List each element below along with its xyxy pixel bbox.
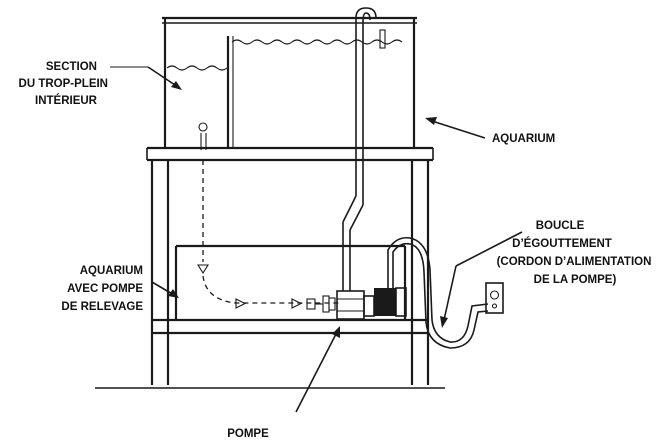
power-cord-drip-loop bbox=[387, 236, 489, 349]
labels: SECTION DU TROP-PLEIN INTÉRIEUR AQUARIUM… bbox=[19, 61, 652, 440]
label-sump-line1: AQUARIUM bbox=[80, 265, 143, 277]
label-sump-line3: DE RELEVAGE bbox=[61, 301, 143, 313]
pump bbox=[306, 287, 407, 320]
drain-flow bbox=[197, 122, 340, 309]
label-boucle-line3: (CORDON D’ALIMENTATION bbox=[497, 256, 652, 268]
label-boucle-line2: D’ÉGOUTTEMENT bbox=[512, 237, 612, 250]
label-section-line2: DU TROP-PLEIN bbox=[19, 78, 108, 90]
label-boucle-line4: DE LA POMPE) bbox=[534, 274, 617, 286]
label-boucle-line1: BOUCLE bbox=[536, 220, 585, 232]
label-pompe: POMPE bbox=[227, 428, 269, 440]
leader-lines bbox=[110, 66, 523, 413]
label-section-line3: INTÉRIEUR bbox=[35, 94, 98, 107]
return-pipe bbox=[342, 7, 386, 291]
stand bbox=[146, 146, 434, 385]
label-section-line1: SECTION bbox=[46, 61, 97, 73]
label-sump-line2: AVEC POMPE bbox=[67, 283, 143, 295]
label-aquarium: AQUARIUM bbox=[492, 133, 555, 145]
sump-aquarium bbox=[174, 244, 407, 320]
upper-aquarium bbox=[162, 16, 417, 148]
outlet-icon bbox=[485, 282, 504, 314]
overflow-section bbox=[226, 36, 234, 148]
